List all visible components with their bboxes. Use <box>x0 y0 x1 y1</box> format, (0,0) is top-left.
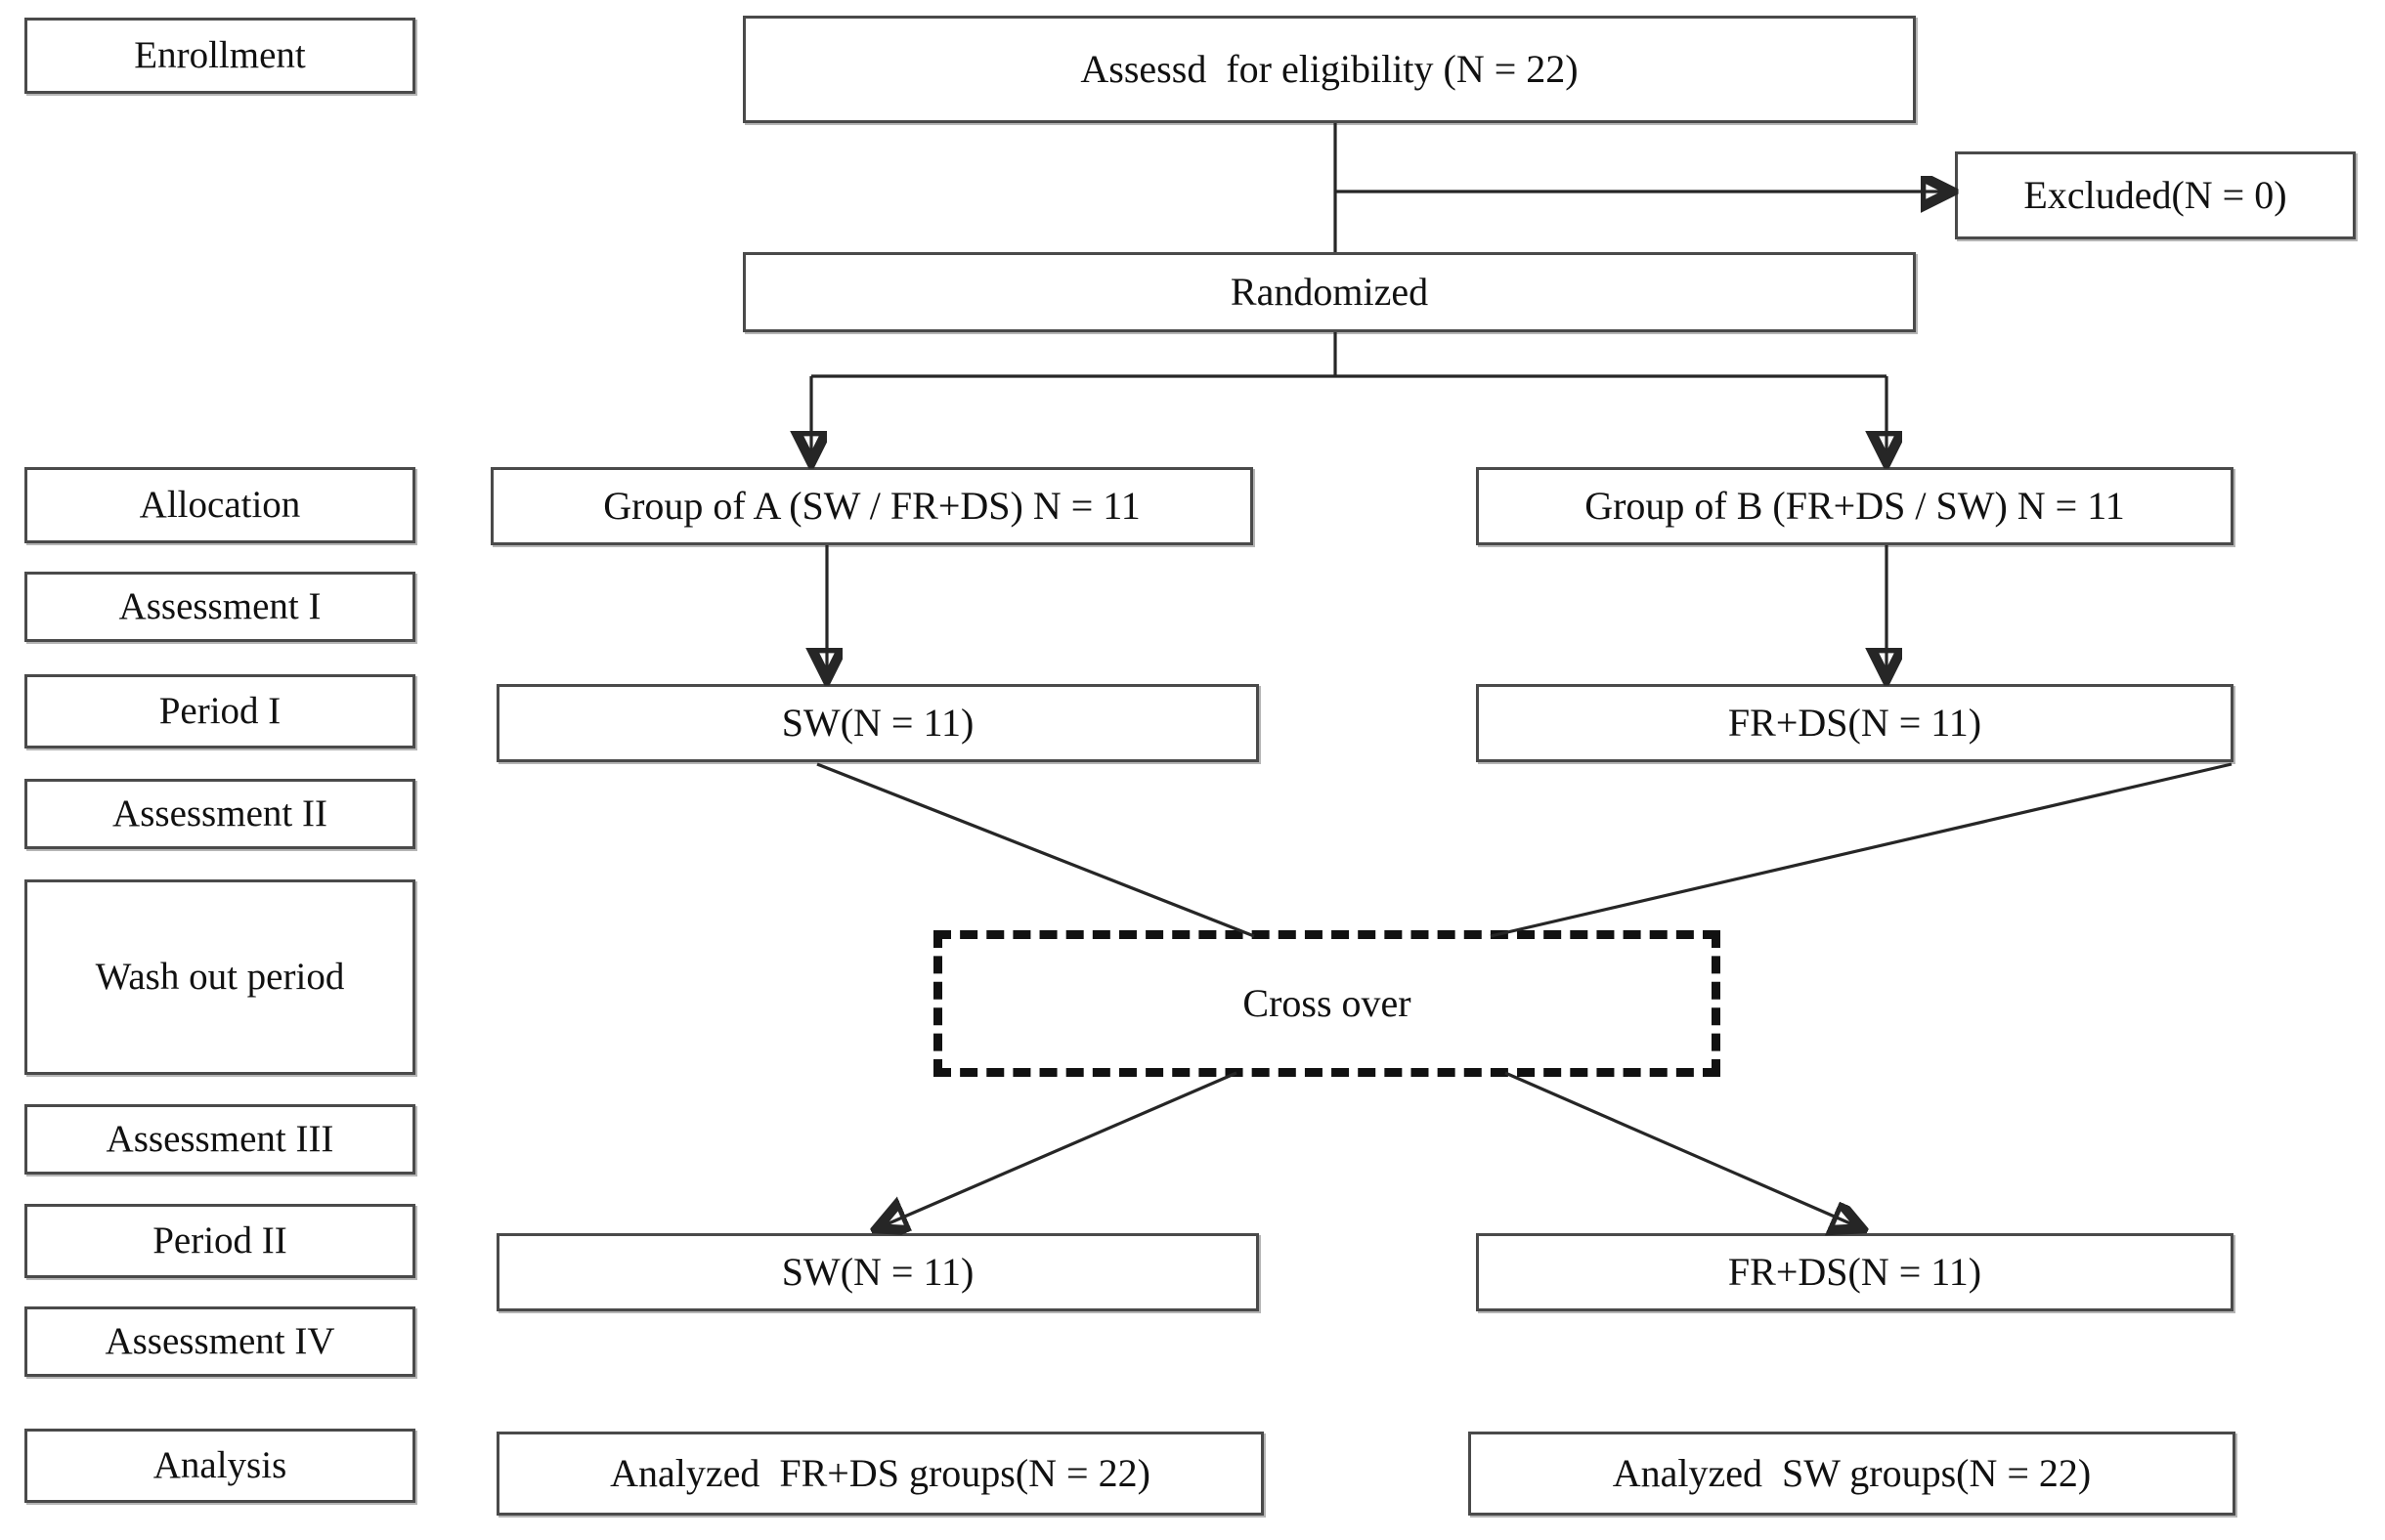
wire-period1-sw-to-crossover <box>816 762 1255 938</box>
stage-label-period-i: Period I <box>24 674 415 749</box>
node-period2-frds: FR+DS(N = 11) <box>1476 1233 2233 1311</box>
stage-label-analysis: Analysis <box>24 1429 415 1503</box>
stage-label-period-ii: Period II <box>24 1204 415 1278</box>
wire-crossover-to-period2-frds <box>1504 1071 1859 1227</box>
stage-label-enrollment: Enrollment <box>24 18 415 94</box>
stage-label-assessment-iii: Assessment III <box>24 1104 415 1175</box>
stage-label-wash-out-period: Wash out period <box>24 879 415 1075</box>
node-analysis-sw: Analyzed SW groups(N = 22) <box>1468 1432 2235 1516</box>
stage-label-assessment-ii: Assessment II <box>24 779 415 849</box>
node-period1-sw: SW(N = 11) <box>497 684 1259 762</box>
node-period1-frds: FR+DS(N = 11) <box>1476 684 2233 762</box>
stage-label-assessment-iv: Assessment IV <box>24 1306 415 1377</box>
node-group-a: Group of A (SW / FR+DS) N = 11 <box>491 467 1253 545</box>
node-crossover: Cross over <box>933 930 1720 1077</box>
stage-label-allocation: Allocation <box>24 467 415 543</box>
node-randomized: Randomized <box>743 252 1916 332</box>
wire-crossover-to-period2-sw <box>880 1071 1237 1227</box>
node-analysis-frds: Analyzed FR+DS groups(N = 22) <box>497 1432 1264 1516</box>
stage-label-assessment-i: Assessment I <box>24 572 415 642</box>
node-period2-sw: SW(N = 11) <box>497 1233 1259 1311</box>
node-assessed-for-eligibility: Assessd for eligibility (N = 22) <box>743 16 1916 123</box>
node-group-b: Group of B (FR+DS / SW) N = 11 <box>1476 467 2233 545</box>
wire-period1-frds-to-crossover <box>1490 762 2233 938</box>
node-excluded: Excluded(N = 0) <box>1955 151 2356 239</box>
